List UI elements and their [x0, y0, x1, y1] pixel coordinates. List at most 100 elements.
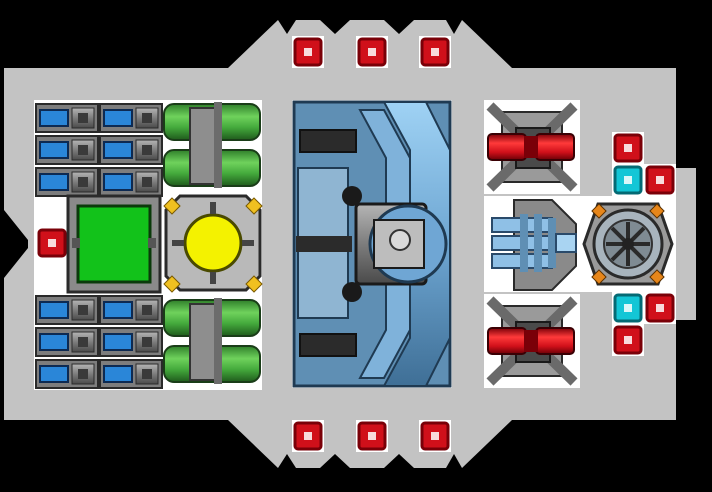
- reactor-bolt: [163, 197, 181, 215]
- battery-charge: [103, 301, 133, 319]
- battery-contact: [142, 337, 152, 347]
- reactor-core: [183, 213, 243, 273]
- hex-wheel-icon[interactable]: [582, 202, 674, 286]
- battery-cell-icon[interactable]: [99, 327, 163, 357]
- green-shield-panel-icon[interactable]: [66, 194, 162, 294]
- thruster-nozzle: [535, 133, 575, 161]
- cannon-coil: [520, 214, 528, 272]
- battery-charge: [39, 173, 69, 191]
- red-square-node-icon[interactable]: [612, 324, 644, 356]
- wheel-bolt: [649, 269, 665, 285]
- red-square-node-icon[interactable]: [644, 164, 676, 196]
- node-light: [624, 144, 632, 152]
- cyan-square-node-icon[interactable]: [612, 164, 644, 196]
- hull-notch: [320, 20, 350, 34]
- node-light: [656, 304, 664, 312]
- battery-cell-icon[interactable]: [35, 359, 99, 389]
- battery-contact: [78, 337, 88, 347]
- reactor-spoke: [242, 240, 254, 246]
- battery-charge: [39, 333, 69, 351]
- battery-contact: [142, 145, 152, 155]
- shield-screen: [76, 204, 152, 284]
- node-light: [304, 48, 312, 56]
- red-thruster-icon[interactable]: [486, 296, 578, 386]
- battery-contact: [142, 369, 152, 379]
- pipe-coupler: [189, 107, 217, 185]
- red-thruster-icon[interactable]: [486, 102, 578, 192]
- node-light: [431, 432, 439, 440]
- node-layer: [36, 36, 676, 452]
- turret-eye: [389, 229, 411, 251]
- battery-contact: [142, 305, 152, 315]
- pipe-coupler: [189, 303, 217, 381]
- hull-notch: [320, 454, 350, 468]
- node-light: [304, 432, 312, 440]
- pipe-group-bottom: [163, 298, 261, 384]
- battery-charge: [103, 109, 133, 127]
- battery-charge: [103, 141, 133, 159]
- battery-cell-icon[interactable]: [35, 295, 99, 325]
- battery-charge: [39, 365, 69, 383]
- red-square-node-icon[interactable]: [292, 36, 324, 68]
- battery-cell-icon[interactable]: [35, 103, 99, 133]
- hull-notch: [384, 20, 414, 34]
- node-light: [48, 239, 56, 247]
- pipe-coupler: [214, 298, 222, 384]
- red-square-node-icon[interactable]: [292, 420, 324, 452]
- battery-banks: [35, 103, 163, 389]
- red-square-node-icon[interactable]: [612, 132, 644, 164]
- battery-contact: [78, 305, 88, 315]
- cannon-tip: [555, 233, 577, 253]
- thruster-joint: [524, 136, 538, 158]
- reactor-spoke: [172, 240, 184, 246]
- battery-charge: [39, 301, 69, 319]
- node-light: [624, 304, 632, 312]
- battery-cell-icon[interactable]: [99, 295, 163, 325]
- hull-notch: [278, 20, 296, 34]
- red-square-node-icon[interactable]: [644, 292, 676, 324]
- red-square-node-icon[interactable]: [36, 227, 68, 259]
- battery-cell-icon[interactable]: [99, 135, 163, 165]
- node-light: [624, 176, 632, 184]
- cyan-square-node-icon[interactable]: [612, 292, 644, 324]
- reactor-bolt: [163, 275, 181, 293]
- battery-cell-icon[interactable]: [35, 167, 99, 197]
- battery-cell-icon[interactable]: [99, 167, 163, 197]
- cannon-coil: [534, 214, 542, 272]
- battery-charge: [39, 109, 69, 127]
- hull-notch: [446, 454, 462, 468]
- hull-cutout: [676, 68, 712, 168]
- red-square-node-icon[interactable]: [356, 36, 388, 68]
- central-armor-module[interactable]: [292, 100, 452, 388]
- battery-contact: [78, 369, 88, 379]
- node-light: [624, 336, 632, 344]
- node-light: [368, 432, 376, 440]
- node-light: [431, 48, 439, 56]
- hull-cutout: [676, 320, 712, 420]
- reactor-spoke: [210, 202, 216, 214]
- yellow-reactor-core-icon[interactable]: [163, 194, 263, 293]
- thruster-nozzle: [487, 327, 527, 355]
- battery-charge: [103, 173, 133, 191]
- shield-clip: [148, 238, 156, 248]
- red-square-node-icon[interactable]: [356, 420, 388, 452]
- blue-cannon-icon[interactable]: [491, 199, 577, 291]
- pipe-coupler: [214, 102, 222, 188]
- red-square-node-icon[interactable]: [419, 36, 451, 68]
- wheel-hub: [622, 238, 634, 250]
- thruster-nozzle: [487, 133, 527, 161]
- battery-cell-icon[interactable]: [35, 135, 99, 165]
- armor-vent: [299, 129, 357, 153]
- battery-cell-icon[interactable]: [99, 103, 163, 133]
- red-square-node-icon[interactable]: [419, 420, 451, 452]
- battery-cell-icon[interactable]: [99, 359, 163, 389]
- node-light: [656, 176, 664, 184]
- battery-contact: [142, 113, 152, 123]
- reactor-bolt: [245, 197, 263, 215]
- battery-contact: [142, 177, 152, 187]
- wheel-bolt: [591, 269, 607, 285]
- battery-contact: [78, 145, 88, 155]
- battery-cell-icon[interactable]: [35, 327, 99, 357]
- thruster-nozzle: [535, 327, 575, 355]
